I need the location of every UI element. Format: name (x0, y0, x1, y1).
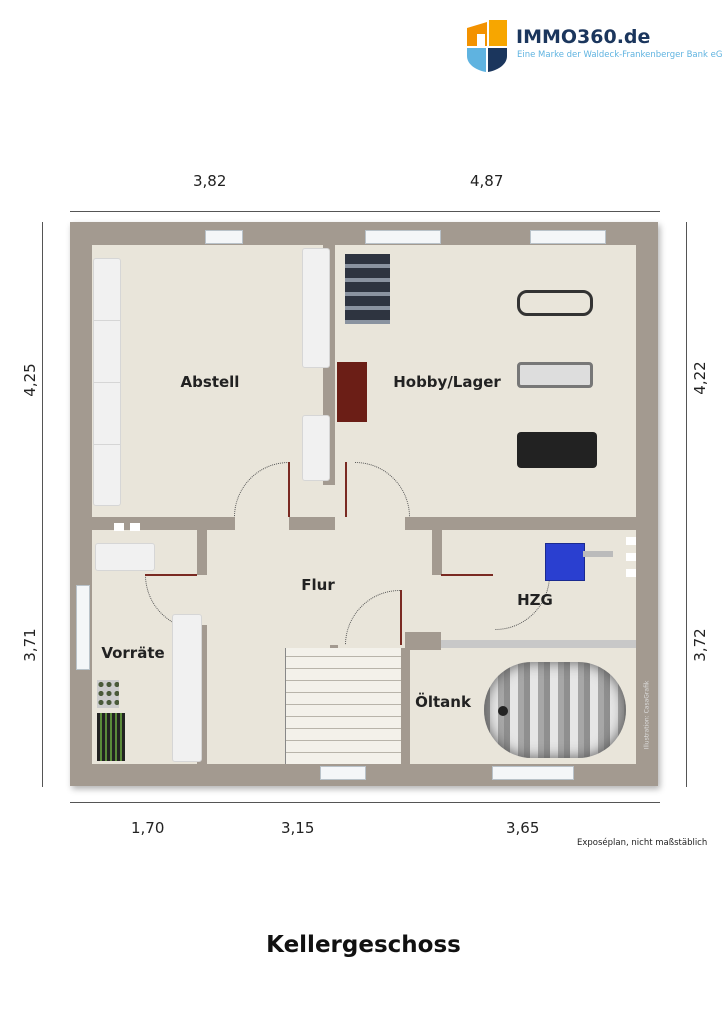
room-label-hobby-lager: Hobby/Lager (393, 373, 501, 391)
heating-boiler-icon (545, 543, 585, 581)
inner-wall (289, 517, 335, 530)
page-title: Kellergeschoss (266, 932, 461, 958)
elliptical-trainer-icon (517, 362, 593, 388)
dim-left-1: 4,25 (21, 363, 39, 397)
shelf (172, 614, 202, 762)
inner-wall (197, 625, 207, 764)
dim-left-2: 3,71 (21, 628, 39, 662)
right-dimension-line (686, 222, 687, 787)
exercise-bike-icon (517, 290, 593, 316)
window (365, 230, 441, 244)
room-label-flur: Flur (301, 576, 335, 594)
room-label-oeltank: Öltank (415, 693, 471, 711)
shelf (302, 415, 330, 481)
window (530, 230, 606, 244)
pipe (441, 640, 636, 648)
storage-crates-icon (97, 680, 119, 708)
inner-wall (405, 517, 636, 530)
window (205, 230, 243, 244)
weight-bench-icon (517, 432, 597, 468)
vents (626, 537, 636, 577)
outlet-icon (114, 523, 142, 531)
door (288, 462, 290, 517)
logo-icon (467, 20, 507, 72)
inner-wall (197, 530, 207, 575)
bottom-dimension-line (70, 802, 660, 803)
dim-right-2: 3,72 (691, 628, 709, 662)
cabinet (337, 362, 367, 422)
scale-note: Exposéplan, nicht maßstäblich (577, 838, 708, 848)
door (441, 574, 493, 576)
staircase (285, 648, 401, 764)
logo-name: IMMO360.de (516, 26, 651, 48)
inner-wall (405, 632, 441, 650)
room-label-abstell: Abstell (180, 373, 240, 391)
top-dimension-line (70, 211, 660, 212)
dim-bottom-2: 3,15 (281, 819, 315, 837)
dim-bottom-3: 3,65 (506, 819, 540, 837)
heating-pipe (583, 551, 613, 557)
dim-bottom-1: 1,70 (131, 819, 165, 837)
window (320, 766, 366, 780)
left-dimension-line (42, 222, 43, 787)
inner-wall (432, 530, 442, 575)
inner-wall (400, 648, 410, 764)
watermark: Illustration: CasaGrafik (643, 680, 651, 750)
window (76, 585, 90, 670)
tank-valve (498, 706, 508, 716)
logo-tagline: Eine Marke der Waldeck-Frankenberger Ban… (517, 50, 723, 60)
window (492, 766, 574, 780)
door (145, 574, 197, 576)
dim-top-2: 4,87 (470, 172, 504, 190)
dim-right-1: 4,22 (691, 361, 709, 395)
washing-machine (95, 543, 155, 571)
room-label-hzg: HZG (517, 591, 553, 609)
shelf (302, 248, 330, 368)
shelf (93, 258, 121, 506)
dim-top-1: 3,82 (193, 172, 227, 190)
bottle-rack-icon (97, 713, 125, 761)
dumbbell-rack-icon (345, 254, 390, 324)
room-label-vorraete: Vorräte (101, 644, 165, 662)
door (400, 590, 402, 645)
door (345, 462, 347, 517)
